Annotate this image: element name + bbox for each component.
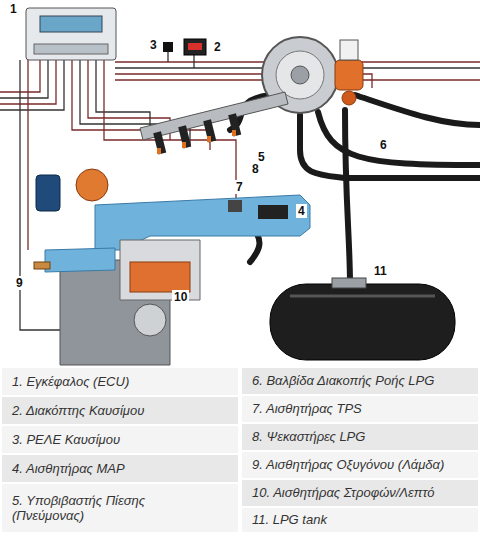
callout-number: 9 xyxy=(14,276,25,290)
legend-cell: 1. Εγκέφαλος (ECU) xyxy=(12,374,234,389)
ecu-connector xyxy=(34,44,108,54)
legend-cell: 5. Υποβιβαστής Πίεσης (Πνεύμονας) xyxy=(12,493,192,523)
legend-cell: 9. Αισθητήρας Οξυγόνου (Λάμδα) xyxy=(252,457,474,472)
switch-symbol xyxy=(184,39,206,55)
callout-number: 8 xyxy=(250,162,261,176)
relay-symbol xyxy=(163,42,173,52)
callout-number: 1 xyxy=(8,2,19,16)
map-sensor xyxy=(258,205,288,219)
valve-symbol xyxy=(335,40,363,105)
legend-cell: 11. LPG tank xyxy=(252,512,474,527)
legend-cell: 6. Βαλβίδα Διακοπής Ροής LPG xyxy=(252,373,474,388)
legend-cell: 8. Ψεκαστήρες LPG xyxy=(252,429,474,444)
callout-number: 11 xyxy=(372,264,389,278)
ecu-box xyxy=(26,8,116,60)
switch-display xyxy=(188,43,202,50)
legend-cell: 4. Αισθητήρας MAP xyxy=(12,461,234,476)
callout-number: 2 xyxy=(212,40,223,54)
tps-sensor xyxy=(228,200,242,212)
legend-cell: 2. Διακόπτης Καυσίμου xyxy=(12,403,234,418)
callout-number: 3 xyxy=(148,38,159,52)
legend-cell: 10. Αισθητήρας Στροφών/Λεπτό xyxy=(252,485,474,500)
gas-hoses xyxy=(230,95,480,284)
callout-number: 4 xyxy=(296,204,307,218)
engine-block xyxy=(45,240,200,365)
legend-table xyxy=(0,367,480,536)
legend-cell: 7. Αισθητήρας TPS xyxy=(252,401,474,416)
callout-number: 10 xyxy=(172,290,189,304)
ecu-display xyxy=(40,16,102,32)
callout-number: 7 xyxy=(234,180,245,194)
distributor xyxy=(76,169,108,201)
lpg-tank xyxy=(270,278,455,360)
callout-number: 6 xyxy=(378,138,389,152)
injector-rail xyxy=(140,92,288,155)
legend-cell: 3. ΡΕΛΕ Καυσίμου xyxy=(12,432,234,447)
oxygen-sensor xyxy=(34,262,50,269)
ignition-coil xyxy=(36,175,60,211)
